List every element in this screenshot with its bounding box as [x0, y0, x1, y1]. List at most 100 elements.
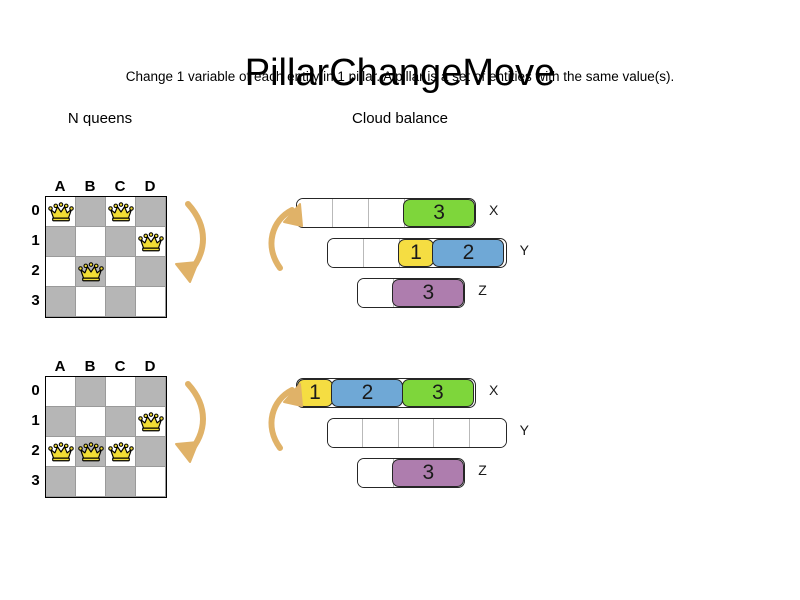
board-cell-a1[interactable]	[46, 407, 76, 437]
board-column-label-b: B	[84, 178, 96, 195]
board-column-labels: A B C D	[45, 178, 165, 195]
board-cell-b2[interactable]	[76, 437, 106, 467]
board-column-label-d: D	[144, 358, 156, 375]
page-subtitle: Change 1 variable of each entity in 1 pi…	[125, 69, 675, 84]
nqueens-arrow-down-icon	[175, 381, 206, 463]
board-grid	[45, 196, 167, 318]
board-row-label-3: 3	[31, 292, 40, 309]
board-row-labels: 0 1 2 3	[26, 376, 45, 498]
board-row-label-2: 2	[31, 442, 40, 459]
board-row-label-0: 0	[31, 382, 40, 399]
cloud-empty-cell	[332, 199, 369, 227]
queen-icon	[47, 201, 74, 221]
cloud-empty-cell	[358, 459, 395, 487]
board-cell-d1[interactable]	[136, 407, 166, 437]
cloud-bar-z[interactable]: 3	[357, 458, 466, 488]
page-title: PillarChangeMove	[244, 52, 556, 95]
board-body: 0 1 2 3	[26, 196, 167, 318]
board-column-label-c: C	[114, 178, 126, 195]
nqueens-arrow-down-icon	[175, 201, 206, 283]
board-cell-d3[interactable]	[136, 467, 166, 497]
board-cell-c2[interactable]	[106, 257, 136, 287]
cloud-process-block-3[interactable]: 3	[401, 379, 474, 407]
cloud-process-block-1[interactable]: 1	[398, 239, 434, 267]
board-cell-c3[interactable]	[106, 287, 136, 317]
board-cell-b3[interactable]	[76, 287, 106, 317]
queen-icon	[107, 441, 134, 461]
board-column-label-a: A	[54, 178, 66, 195]
board-cell-a1[interactable]	[46, 227, 76, 257]
board-cell-c3[interactable]	[106, 467, 136, 497]
cloud-process-block-3[interactable]: 3	[392, 459, 465, 487]
board-row-label-3: 3	[31, 472, 40, 489]
board-row-labels: 0 1 2 3	[26, 196, 45, 318]
board-row-label-1: 1	[31, 232, 40, 249]
board-cell-c0[interactable]	[106, 377, 136, 407]
board-cell-b1[interactable]	[76, 407, 106, 437]
cloud-empty-cell	[368, 199, 405, 227]
queen-icon	[77, 441, 104, 461]
cloud-computer-label-y: Y	[519, 422, 529, 438]
board-cell-d2[interactable]	[136, 257, 166, 287]
board-cell-c0[interactable]	[106, 197, 136, 227]
queen-icon	[137, 411, 164, 431]
board-cell-d1[interactable]	[136, 227, 166, 257]
board-column-label-a: A	[54, 358, 66, 375]
board-cell-a3[interactable]	[46, 287, 76, 317]
board-cell-a3[interactable]	[46, 467, 76, 497]
board-cell-c1[interactable]	[106, 407, 136, 437]
board-cell-b1[interactable]	[76, 227, 106, 257]
cloud-computer-label-y: Y	[519, 242, 529, 258]
board-cell-b0[interactable]	[76, 377, 106, 407]
queen-icon	[107, 201, 134, 221]
cloud-empty-cell	[434, 419, 471, 447]
cloud-empty-cell	[470, 419, 506, 447]
cloud-computer-label-x: X	[489, 382, 499, 398]
board-grid	[45, 376, 167, 498]
cloud-computer-label-z: Z	[478, 282, 487, 298]
section-heading-cloud: Cloud balance	[352, 110, 448, 127]
board-cell-a0[interactable]	[46, 197, 76, 227]
board-column-label-c: C	[114, 358, 126, 375]
board-cell-d0[interactable]	[136, 377, 166, 407]
cloud-bar-y[interactable]	[326, 418, 507, 448]
board-cell-c1[interactable]	[106, 227, 136, 257]
cloud-empty-cell	[327, 239, 364, 267]
cloud-arrow-up-icon	[268, 383, 303, 451]
board-cell-b2[interactable]	[76, 257, 106, 287]
board-cell-a2[interactable]	[46, 437, 76, 467]
board-row-label-1: 1	[31, 412, 40, 429]
cloud-empty-cell	[363, 419, 399, 447]
board-cell-b3[interactable]	[76, 467, 106, 497]
cloud-bar-z[interactable]: 3	[357, 278, 466, 308]
board-row-label-2: 2	[31, 262, 40, 279]
board-cell-a2[interactable]	[46, 257, 76, 287]
section-heading-nqueens: N queens	[67, 110, 133, 127]
queen-icon	[77, 261, 104, 281]
board-cell-b0[interactable]	[76, 197, 106, 227]
cloud-process-block-2[interactable]: 2	[331, 379, 404, 407]
cloud-empty-cell	[327, 419, 364, 447]
board-cell-d0[interactable]	[136, 197, 166, 227]
board-cell-c2[interactable]	[106, 437, 136, 467]
board-cell-d3[interactable]	[136, 287, 166, 317]
cloud-empty-cell	[297, 199, 333, 227]
cloud-process-block-2[interactable]: 2	[432, 239, 505, 267]
board-cell-a0[interactable]	[46, 377, 76, 407]
board-row-label-0: 0	[31, 202, 40, 219]
cloud-process-block-3[interactable]: 3	[392, 279, 465, 307]
cloud-empty-cell	[358, 279, 395, 307]
board-column-label-d: D	[144, 178, 156, 195]
cloud-computer-label-x: X	[489, 202, 499, 218]
board-body: 0 1 2 3	[26, 376, 167, 498]
cloud-process-block-3[interactable]: 3	[403, 199, 475, 227]
board-cell-d2[interactable]	[136, 437, 166, 467]
cloud-empty-cell	[398, 419, 435, 447]
cloud-computer-label-z: Z	[478, 462, 487, 478]
queen-icon	[137, 231, 164, 251]
cloud-bar-x[interactable]: 3	[296, 198, 476, 228]
cloud-arrow-up-icon	[268, 203, 303, 271]
